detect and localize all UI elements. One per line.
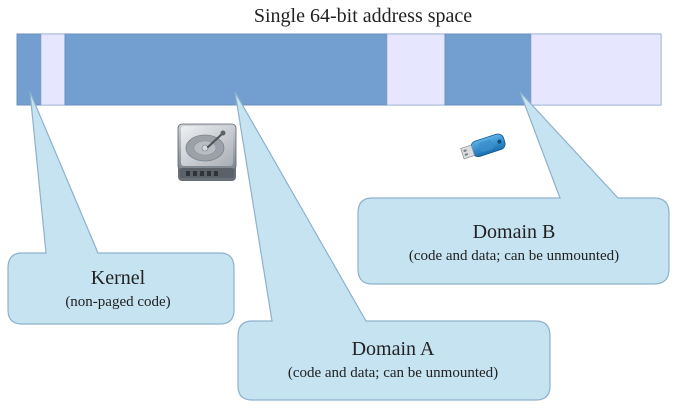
usb-stick-icon: [460, 133, 506, 160]
kernel-callout: Kernel (non-paged code): [7, 91, 235, 325]
domain-a-label: Domain A: [352, 338, 435, 360]
domain-a-callout-bubble: [234, 91, 551, 401]
domain-b-callout: Domain B (code and data; can be unmounte…: [357, 91, 670, 285]
kernel-label: Kernel: [91, 267, 146, 289]
domain-b-callout-bubble: [357, 91, 670, 285]
free-segment-1: [40, 33, 66, 106]
address-space-bar: [16, 33, 662, 106]
kernel-segment: [16, 33, 42, 106]
domain-b-segment: [444, 33, 532, 106]
diagram-title: Single 64-bit address space: [254, 5, 472, 27]
free-segment-3: [530, 33, 662, 106]
domain-a-callout: Domain A (code and data; can be unmounte…: [234, 91, 551, 401]
domain-b-label: Domain B: [473, 221, 556, 243]
hard-drive-icon: [177, 123, 237, 181]
domain-b-sublabel: (code and data; can be unmounted): [409, 248, 619, 264]
kernel-callout-bubble: [7, 91, 235, 325]
domain-a-sublabel: (code and data; can be unmounted): [288, 365, 498, 381]
domain-a-segment: [64, 33, 388, 106]
kernel-sublabel: (non-paged code): [65, 294, 170, 310]
free-segment-2: [386, 33, 446, 106]
